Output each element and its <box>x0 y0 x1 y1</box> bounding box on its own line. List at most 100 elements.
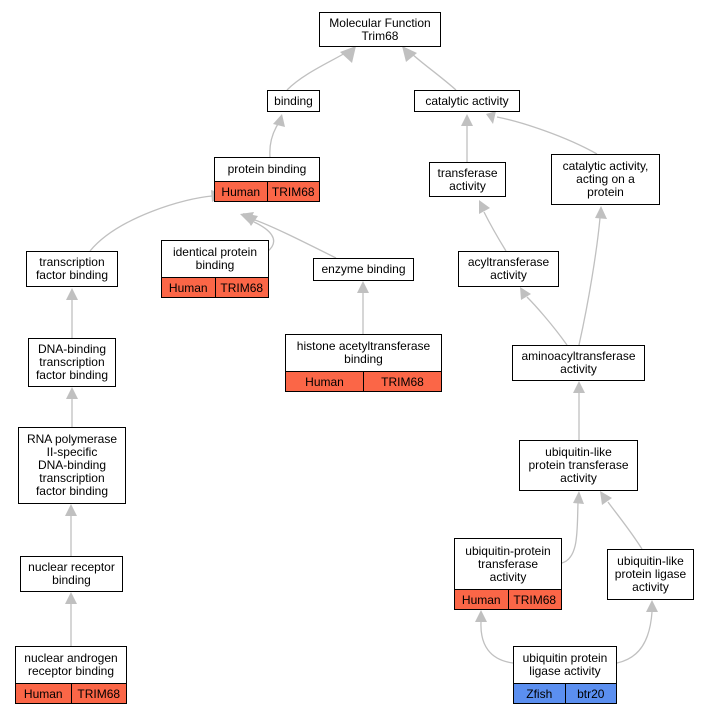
edge-bind-to-mf <box>286 46 356 91</box>
annotation-row: Human TRIM68 <box>215 181 319 201</box>
node-aminoacyltransferase-activity[interactable]: aminoacyltransferase activity <box>512 345 645 381</box>
arrowhead-icon <box>273 114 285 127</box>
node-rna-pol-ii-tf-binding[interactable]: RNA polymerase II-specific DNA-binding t… <box>18 427 126 504</box>
node-ubiquitin-protein-transferase[interactable]: ubiquitin-protein transferase activity H… <box>454 538 562 610</box>
edge-ubll-to-ublt <box>600 491 643 550</box>
edge-acyl-to-trans <box>479 200 507 252</box>
edge-dna-to-tfb <box>66 288 78 338</box>
node-ubiquitin-like-protein-ligase[interactable]: ubiquitin-like protein ligase activity <box>607 549 694 600</box>
node-label: ubiquitin-like protein ligase activity <box>614 554 687 594</box>
arrowhead-icon <box>475 610 487 622</box>
node-label: nuclear receptor binding <box>28 560 115 587</box>
edge-ublt-to-amino <box>573 381 585 440</box>
node-nuclear-receptor-binding[interactable]: nuclear receptor binding <box>20 556 123 592</box>
arrowhead-icon <box>66 387 78 399</box>
edge-line <box>253 221 275 253</box>
edge-catp-to-cat <box>486 111 598 155</box>
species-tag: Human <box>215 182 267 201</box>
annotation-row: Human TRIM68 <box>162 277 268 297</box>
arrowhead-icon <box>240 212 254 223</box>
edge-upl-to-uppt <box>475 610 514 664</box>
arrowhead-icon <box>66 288 78 300</box>
node-label: histone acetyltransferase binding <box>296 339 431 366</box>
edge-line <box>409 51 457 91</box>
node-transcription-factor-binding[interactable]: transcription factor binding <box>26 251 118 287</box>
node-histone-acetyltransferase-binding[interactable]: histone acetyltransferase binding Human … <box>285 334 442 392</box>
node-label: acyltransferase activity <box>467 255 550 282</box>
node-acyltransferase-activity[interactable]: acyltransferase activity <box>458 251 559 287</box>
edge-line <box>89 195 213 252</box>
node-label: ubiquitin protein ligase activity <box>522 651 608 678</box>
species-tag: Human <box>16 684 71 703</box>
node-identical-protein-binding[interactable]: identical protein binding Human TRIM68 <box>161 240 269 298</box>
node-ubiquitin-protein-ligase[interactable]: ubiquitin protein ligase activity Zfish … <box>513 646 617 704</box>
node-label: Molecular Function Trim68 <box>329 15 431 43</box>
node-binding[interactable]: binding <box>267 90 320 112</box>
node-label: nuclear androgen receptor binding <box>24 651 118 678</box>
arrowhead-icon <box>486 111 496 124</box>
arrowhead-icon <box>65 592 77 604</box>
edge-line <box>251 218 337 259</box>
node-catalytic-activity-acting-on-protein[interactable]: catalytic activity, acting on a protein <box>551 154 660 205</box>
edge-cat-to-mf <box>402 46 457 91</box>
edge-hat-to-enz <box>357 281 369 334</box>
node-transferase-activity[interactable]: transferase activity <box>429 162 506 197</box>
edge-line <box>286 49 351 91</box>
edge-line <box>269 123 279 158</box>
arrowhead-icon <box>461 114 473 126</box>
arrowhead-icon <box>357 281 369 293</box>
node-molecular-function[interactable]: Molecular Function Trim68 <box>319 12 441 47</box>
edge-line <box>496 116 598 155</box>
arrowhead-icon <box>340 46 356 63</box>
annotation-row: Human TRIM68 <box>455 589 561 609</box>
arrowhead-icon <box>65 504 77 516</box>
node-label: protein binding <box>227 162 307 176</box>
arrowhead-icon <box>520 287 531 300</box>
arrowhead-icon <box>573 381 585 393</box>
edge-narb-to-nrb <box>65 592 77 646</box>
gene-tag: TRIM68 <box>507 590 561 609</box>
gene-tag: TRIM68 <box>214 278 268 297</box>
edge-upl-to-ubll <box>616 600 658 664</box>
edge-enz-to-pb <box>240 212 337 259</box>
edge-line <box>526 296 568 346</box>
node-label: aminoacyltransferase activity <box>521 349 636 376</box>
annotation-row: Human TRIM68 <box>286 371 441 391</box>
arrowhead-icon <box>402 46 417 62</box>
arrowhead-icon <box>595 206 607 219</box>
species-tag: Human <box>286 372 363 391</box>
edge-amino-to-acyl <box>520 287 568 346</box>
node-ubiquitin-like-protein-transferase[interactable]: ubiquitin-like protein transferase activ… <box>519 440 638 491</box>
edge-rna-to-dna <box>66 387 78 427</box>
node-enzyme-binding[interactable]: enzyme binding <box>313 258 414 281</box>
edge-line <box>578 217 601 346</box>
node-dna-binding-tf-binding[interactable]: DNA-binding transcription factor binding <box>28 338 116 387</box>
node-label: ubiquitin-like protein transferase activ… <box>528 445 629 485</box>
edge-line <box>483 211 507 252</box>
gene-tag: TRIM68 <box>363 372 441 391</box>
node-nuclear-androgen-receptor-binding[interactable]: nuclear androgen receptor binding Human … <box>15 646 127 704</box>
arrowhead-icon <box>600 491 612 505</box>
arrowhead-icon <box>646 600 658 612</box>
node-catalytic-activity[interactable]: catalytic activity <box>414 90 520 112</box>
node-label: catalytic activity, acting on a protein <box>562 159 649 199</box>
species-tag: Human <box>455 590 508 609</box>
edge-line <box>561 502 579 564</box>
node-label: catalytic activity <box>425 93 509 108</box>
gene-tag: btr20 <box>564 684 616 703</box>
edge-uppt-to-ublt <box>561 491 584 564</box>
edge-pb-to-bind <box>269 114 285 158</box>
edge-nrb-to-rna <box>65 504 77 556</box>
node-label: enzyme binding <box>321 262 406 276</box>
edge-line <box>616 611 653 664</box>
node-label: binding <box>274 93 313 108</box>
arrowhead-icon <box>479 200 490 214</box>
annotation-row: Human TRIM68 <box>16 683 126 703</box>
arrowhead-icon <box>573 491 584 504</box>
species-tag: Zfish <box>514 684 565 703</box>
node-label: transcription factor binding <box>35 255 109 282</box>
node-label: RNA polymerase II-specific DNA-binding t… <box>26 432 118 498</box>
edge-trans-to-cat <box>461 114 473 162</box>
node-protein-binding[interactable]: protein binding Human TRIM68 <box>214 157 320 202</box>
gene-tag: TRIM68 <box>70 684 126 703</box>
